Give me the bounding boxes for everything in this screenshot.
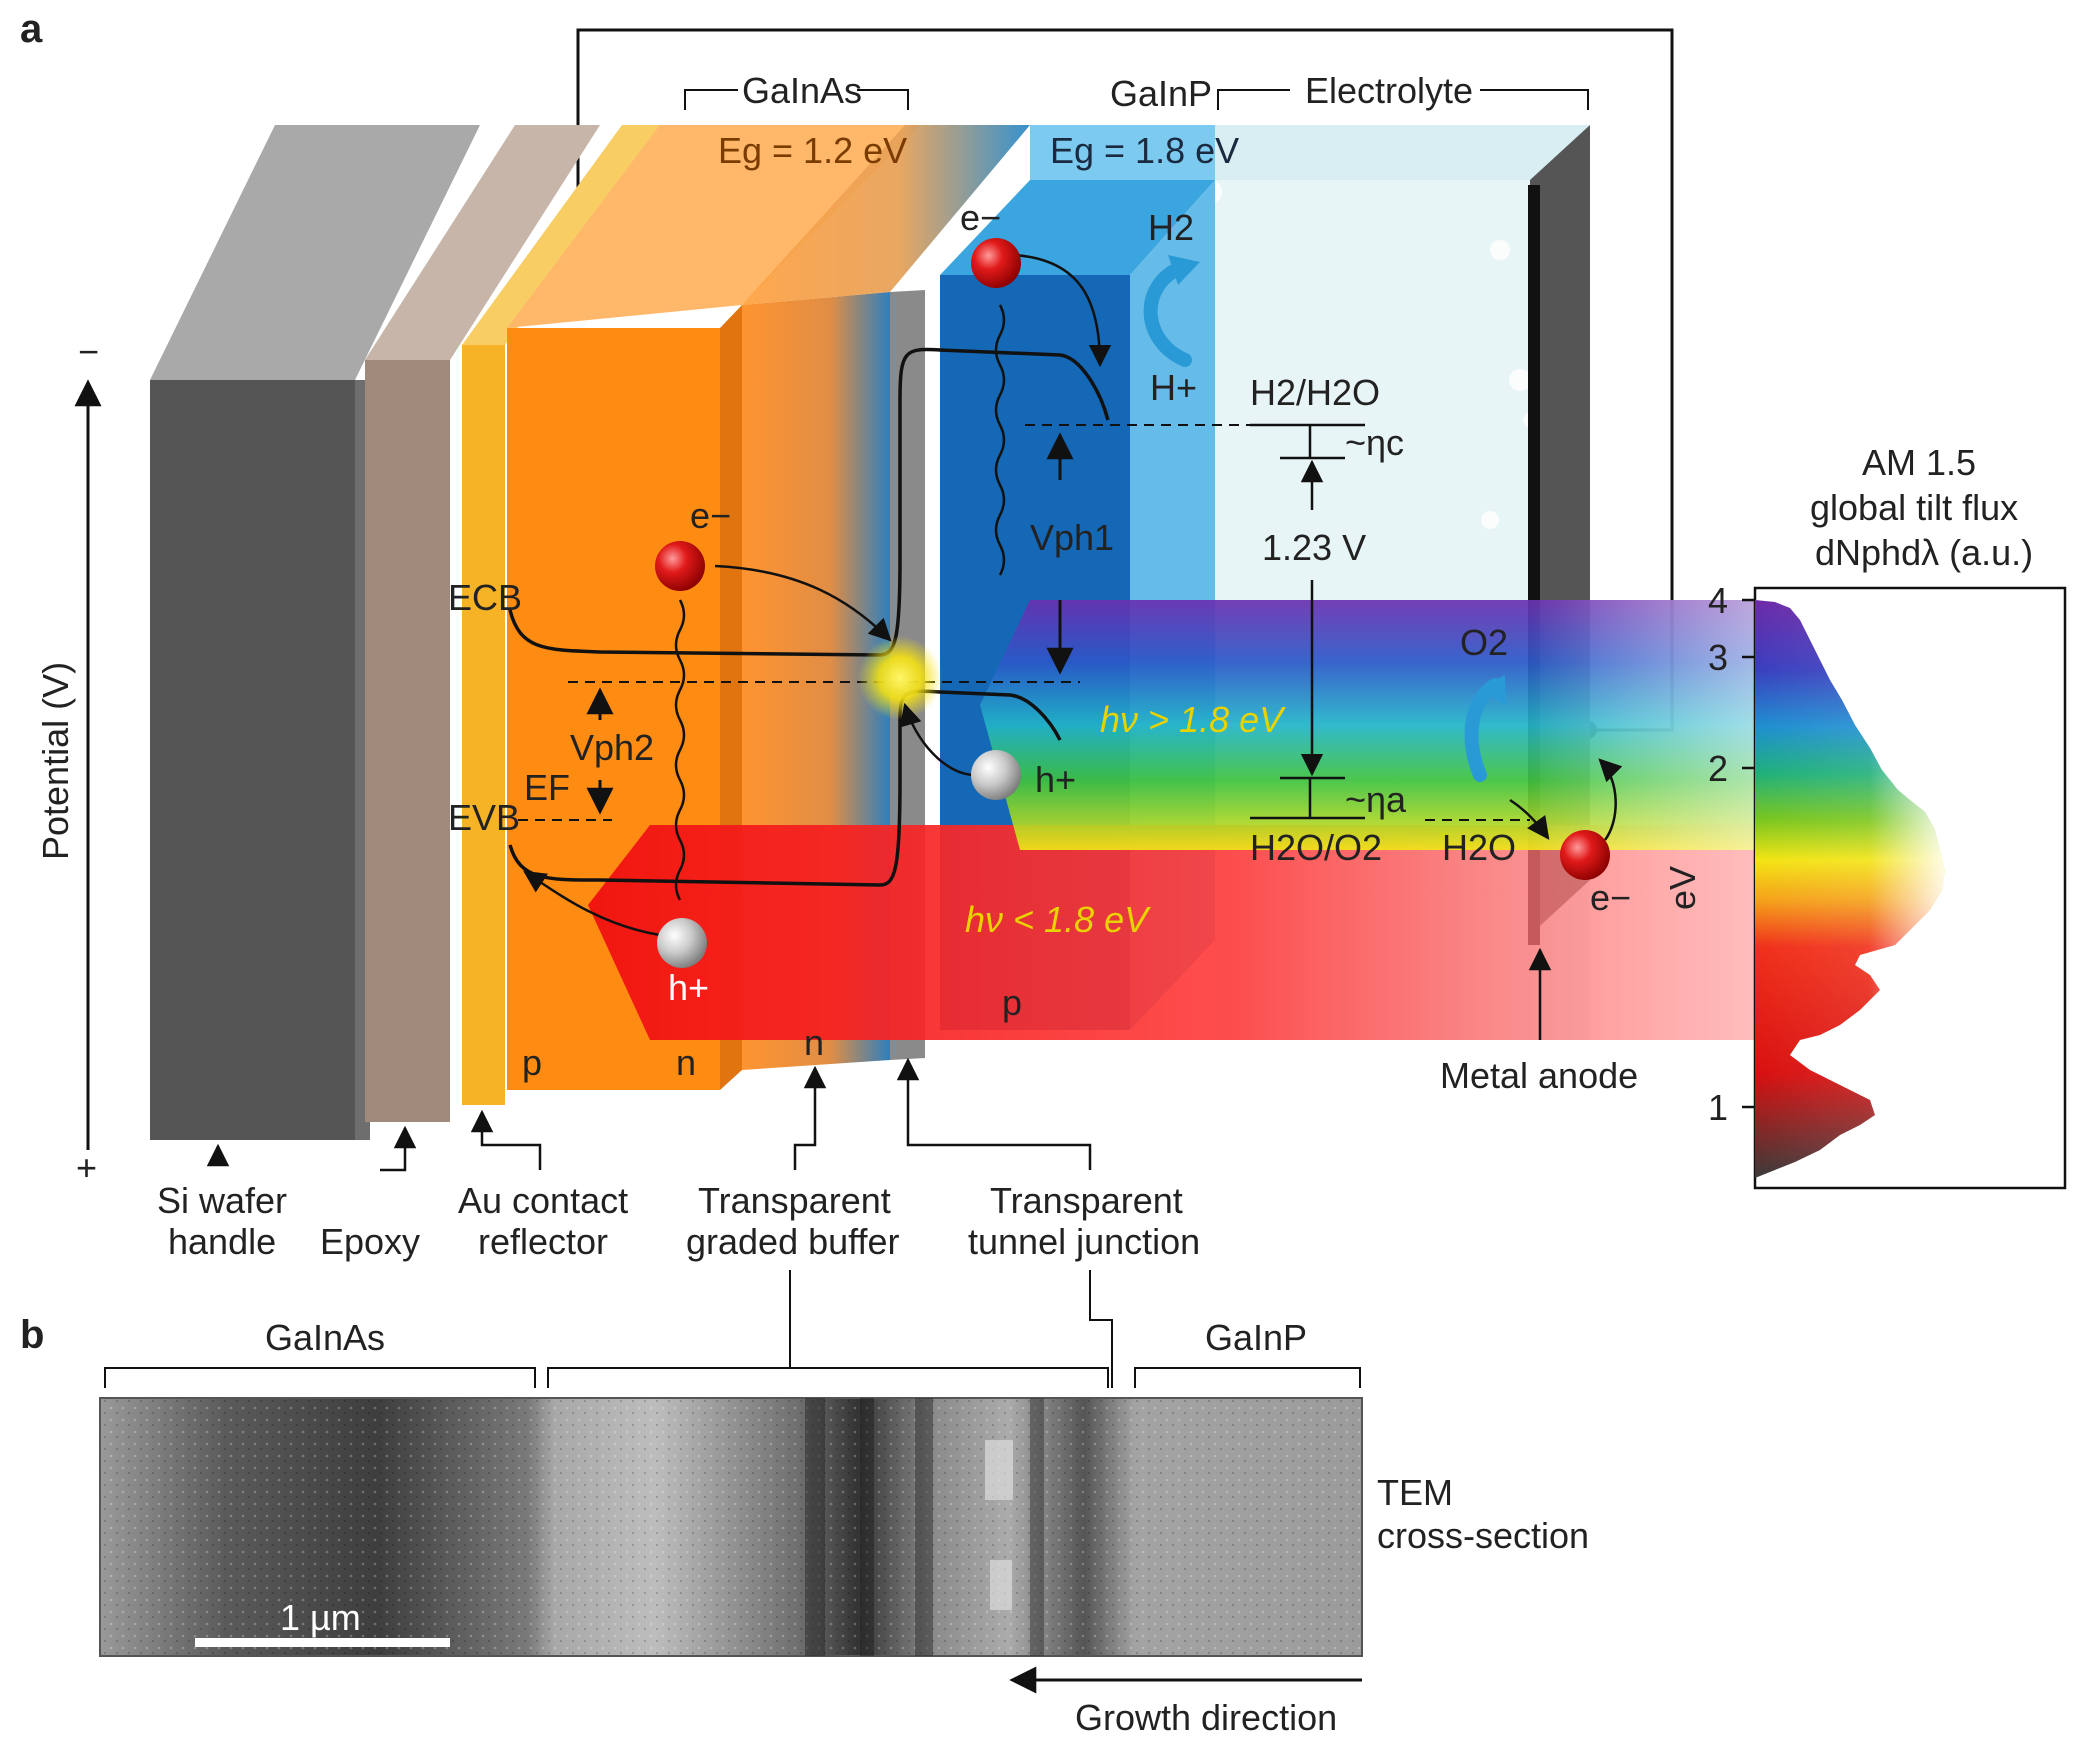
label-p-gainp: p xyxy=(1002,982,1022,1023)
band-diagram xyxy=(508,347,1110,887)
label-metal-anode: Metal anode xyxy=(1440,1055,1638,1096)
label-o2: O2 xyxy=(1460,622,1508,663)
photovoltage-markers xyxy=(586,432,1074,815)
panel-b-letter: b xyxy=(20,1313,44,1357)
scale-bar-label: 1 µm xyxy=(280,1597,361,1638)
scale-bar xyxy=(195,1638,450,1647)
spectrum-tick-4: 4 xyxy=(1708,580,1728,621)
potential-minus: − xyxy=(78,331,99,372)
label-ecb: ECB xyxy=(448,577,522,618)
redox-markers xyxy=(1250,423,1552,1040)
label-eg-gainp: Eg = 1.8 eV xyxy=(1050,130,1239,171)
label-vph1: Vph1 xyxy=(1030,517,1114,558)
panel-b-gainp-label: GaInP xyxy=(1205,1317,1307,1358)
label-electron-gainp: e− xyxy=(960,197,1001,238)
top-brackets xyxy=(684,89,1589,110)
carrier-flow-arrows xyxy=(523,253,1623,937)
label-n-buffer: n xyxy=(804,1022,824,1063)
label-tunnel-junction-1: Transparent xyxy=(990,1180,1183,1221)
label-au-contact-2: reflector xyxy=(478,1221,608,1262)
beam-below-gap xyxy=(588,825,1760,1040)
potential-axis: − + Potential (V) xyxy=(35,331,102,1188)
conduction-band-line xyxy=(508,347,1110,657)
panel-a-letter: a xyxy=(20,7,43,51)
label-epoxy: Epoxy xyxy=(320,1221,420,1262)
photoexcitation-lines xyxy=(674,304,1006,901)
valence-band-line xyxy=(508,689,1062,887)
label-photon-below: hν < 1.8 eV xyxy=(965,899,1151,940)
am15-spectrum: AM 1.5 global tilt flux dNphdλ (a.u.) 4 … xyxy=(1662,442,2067,1190)
electron-anode xyxy=(1560,830,1610,880)
carriers xyxy=(655,238,1610,968)
hole-gainp xyxy=(971,750,1021,800)
label-n-gainas: n xyxy=(676,1042,696,1083)
spectrum-title-2: global tilt flux xyxy=(1810,487,2018,528)
label-graded-buffer-2: graded buffer xyxy=(686,1221,900,1262)
tem-label-2: cross-section xyxy=(1377,1515,1589,1556)
label-electron-anode: e− xyxy=(1590,877,1631,918)
spectrum-axis-label: eV xyxy=(1662,866,1703,910)
label-h2-h2o: H2/H2O xyxy=(1250,372,1380,413)
label-si-wafer-2: handle xyxy=(168,1221,276,1262)
h2-arrow-head-icon xyxy=(1168,255,1200,285)
panel-b-brackets xyxy=(104,1270,1361,1388)
spectrum-title-1: AM 1.5 xyxy=(1862,442,1976,483)
label-hole-gainas: h+ xyxy=(668,967,709,1008)
electron-gainp xyxy=(971,238,1021,288)
spectrum-tick-3: 3 xyxy=(1708,637,1728,678)
hole-gainas xyxy=(657,918,707,968)
label-gainas-top: GaInAs xyxy=(742,70,862,111)
label-1-23v: 1.23 V xyxy=(1262,527,1366,568)
epoxy-layer xyxy=(365,125,600,1122)
spectrum-tick-1: 1 xyxy=(1708,1087,1728,1128)
growth-direction-label: Growth direction xyxy=(1075,1697,1337,1738)
spectrum-title-3: dNphdλ (a.u.) xyxy=(1815,532,2033,573)
label-eta-c: ~ηc xyxy=(1345,422,1404,463)
label-graded-buffer-1: Transparent xyxy=(698,1180,891,1221)
label-tunnel-junction-2: tunnel junction xyxy=(968,1221,1200,1262)
label-si-wafer-1: Si wafer xyxy=(157,1180,287,1221)
layer-callout-arrows xyxy=(206,1057,1092,1172)
label-p-gainas: p xyxy=(522,1042,542,1083)
label-eg-gainas: Eg = 1.2 eV xyxy=(718,130,907,171)
label-electron-gainas: e− xyxy=(690,495,731,536)
label-hplus: H+ xyxy=(1150,367,1197,408)
h2-evolution-arrow xyxy=(1143,261,1192,367)
o2-arrow-head-icon xyxy=(1478,675,1506,705)
label-au-contact-1: Au contact xyxy=(458,1180,628,1221)
label-eta-a: ~ηa xyxy=(1345,779,1407,820)
tem-image: 1 µm xyxy=(99,1397,1363,1657)
label-h2o: H2O xyxy=(1442,827,1516,868)
label-photon-above: hν > 1.8 eV xyxy=(1100,699,1286,740)
au-contact-layer xyxy=(462,125,665,1105)
spectrum-tick-2: 2 xyxy=(1708,748,1728,789)
recombination-glow xyxy=(858,636,942,720)
label-evb: EVB xyxy=(448,797,520,838)
electron-gainas xyxy=(655,541,705,591)
label-hole-gainp: h+ xyxy=(1035,759,1076,800)
label-h2: H2 xyxy=(1148,207,1194,248)
label-electrolyte: Electrolyte xyxy=(1305,70,1473,111)
panel-b-gainas-label: GaInAs xyxy=(265,1317,385,1358)
tem-label-1: TEM xyxy=(1377,1472,1453,1513)
potential-plus: + xyxy=(76,1147,97,1188)
light-beams xyxy=(588,600,1760,1040)
label-ef: EF xyxy=(524,767,570,808)
label-h2o-o2: H2O/O2 xyxy=(1250,827,1382,868)
potential-axis-label: Potential (V) xyxy=(35,662,76,860)
label-vph2: Vph2 xyxy=(570,727,654,768)
label-gainp-top: GaInP xyxy=(1110,73,1212,114)
